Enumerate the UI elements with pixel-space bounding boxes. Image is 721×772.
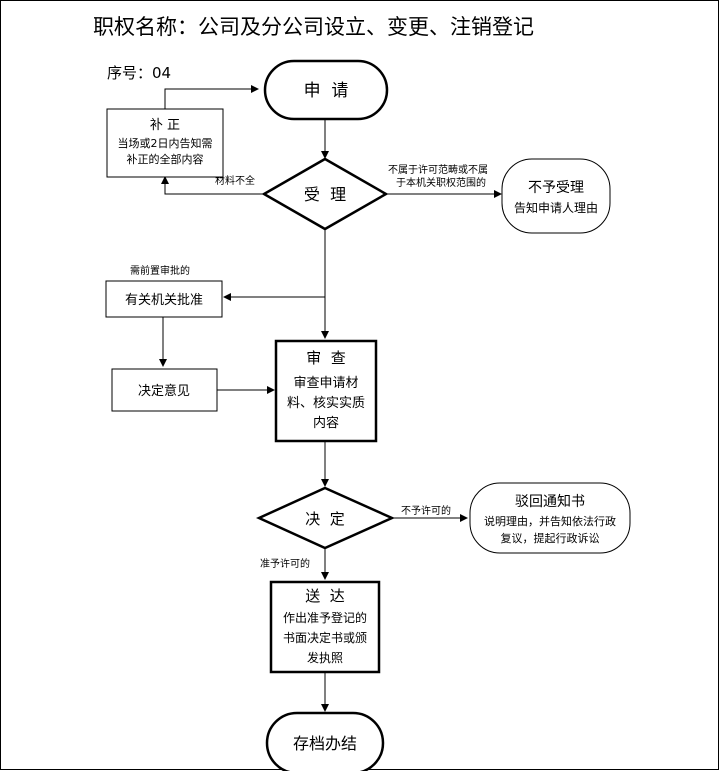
node-opinion-label: 决定意见 bbox=[138, 383, 190, 399]
node-archive-label: 存档办结 bbox=[293, 734, 357, 753]
node-supplement-line2: 补正的全部内容 bbox=[127, 152, 204, 166]
node-archive: 存档办结 bbox=[265, 711, 385, 771]
node-apply-label: 申 请 bbox=[304, 81, 349, 101]
node-approval-label: 有关机关批准 bbox=[125, 293, 203, 308]
node-supplement-title: 补 正 bbox=[150, 118, 180, 133]
node-deliver-line1: 作出准予登记的 bbox=[283, 610, 367, 625]
edge-supplement-apply bbox=[164, 85, 259, 109]
node-review-line1: 审查申请材 bbox=[293, 376, 358, 391]
node-deliver-line3: 发执照 bbox=[307, 650, 343, 665]
node-review-line2: 料、核实实质 bbox=[287, 396, 365, 411]
edge-label-incomplete: 材料不全 bbox=[215, 174, 255, 187]
node-decide: 决 定 bbox=[255, 486, 396, 550]
node-opinion: 决定意见 bbox=[111, 368, 218, 412]
node-review-title: 审 查 bbox=[306, 349, 346, 367]
node-reject-line1: 告知申请人理由 bbox=[514, 201, 598, 215]
page-title: 职权名称：公司及分公司设立、变更、注销登记 bbox=[93, 15, 534, 39]
connectors bbox=[159, 85, 502, 712]
edge-accept-supplement bbox=[161, 176, 264, 195]
node-supplement: 补 正 当场或2日内告知需 补正的全部内容 bbox=[106, 108, 224, 178]
edge-label-pre-approval: 需前置审批的 bbox=[130, 264, 190, 277]
node-refuse-title: 驳回通知书 bbox=[515, 493, 585, 510]
serial-number: 序号：04 bbox=[107, 64, 171, 82]
node-accept: 受 理 bbox=[261, 157, 389, 231]
node-deliver-title: 送 达 bbox=[305, 587, 345, 605]
edge-label-out-of-scope-2: 于本机关职权范围的 bbox=[396, 176, 486, 189]
node-reject: 不予受理 告知申请人理由 bbox=[501, 158, 611, 234]
edge-label-not-permitted: 不予许可的 bbox=[401, 504, 451, 517]
node-deliver-line2: 书面决定书或颁 bbox=[283, 630, 367, 645]
node-approval: 有关机关批准 bbox=[105, 280, 223, 318]
node-refuse-line1: 说明理由，并告知依法行政 bbox=[484, 514, 616, 528]
node-refuse: 驳回通知书 说明理由，并告知依法行政 复议，提起行政诉讼 bbox=[469, 482, 631, 554]
node-decide-label: 决 定 bbox=[305, 510, 345, 528]
edge-label-permitted: 准予许可的 bbox=[260, 557, 310, 570]
node-reject-title: 不予受理 bbox=[528, 180, 584, 196]
node-supplement-line1: 当场或2日内告知需 bbox=[118, 136, 213, 150]
node-apply: 申 请 bbox=[263, 59, 389, 121]
edge-label-out-of-scope-1: 不属于许可范畴或不属 bbox=[388, 163, 488, 176]
node-review-line3: 内容 bbox=[313, 415, 339, 431]
node-deliver: 送 达 作出准予登记的 书面决定书或颁 发执照 bbox=[269, 580, 381, 674]
node-refuse-line2: 复议，提起行政诉讼 bbox=[501, 531, 600, 545]
node-review: 审 查 审查申请材 料、核实实质 内容 bbox=[274, 339, 378, 443]
node-accept-label: 受 理 bbox=[304, 185, 346, 204]
